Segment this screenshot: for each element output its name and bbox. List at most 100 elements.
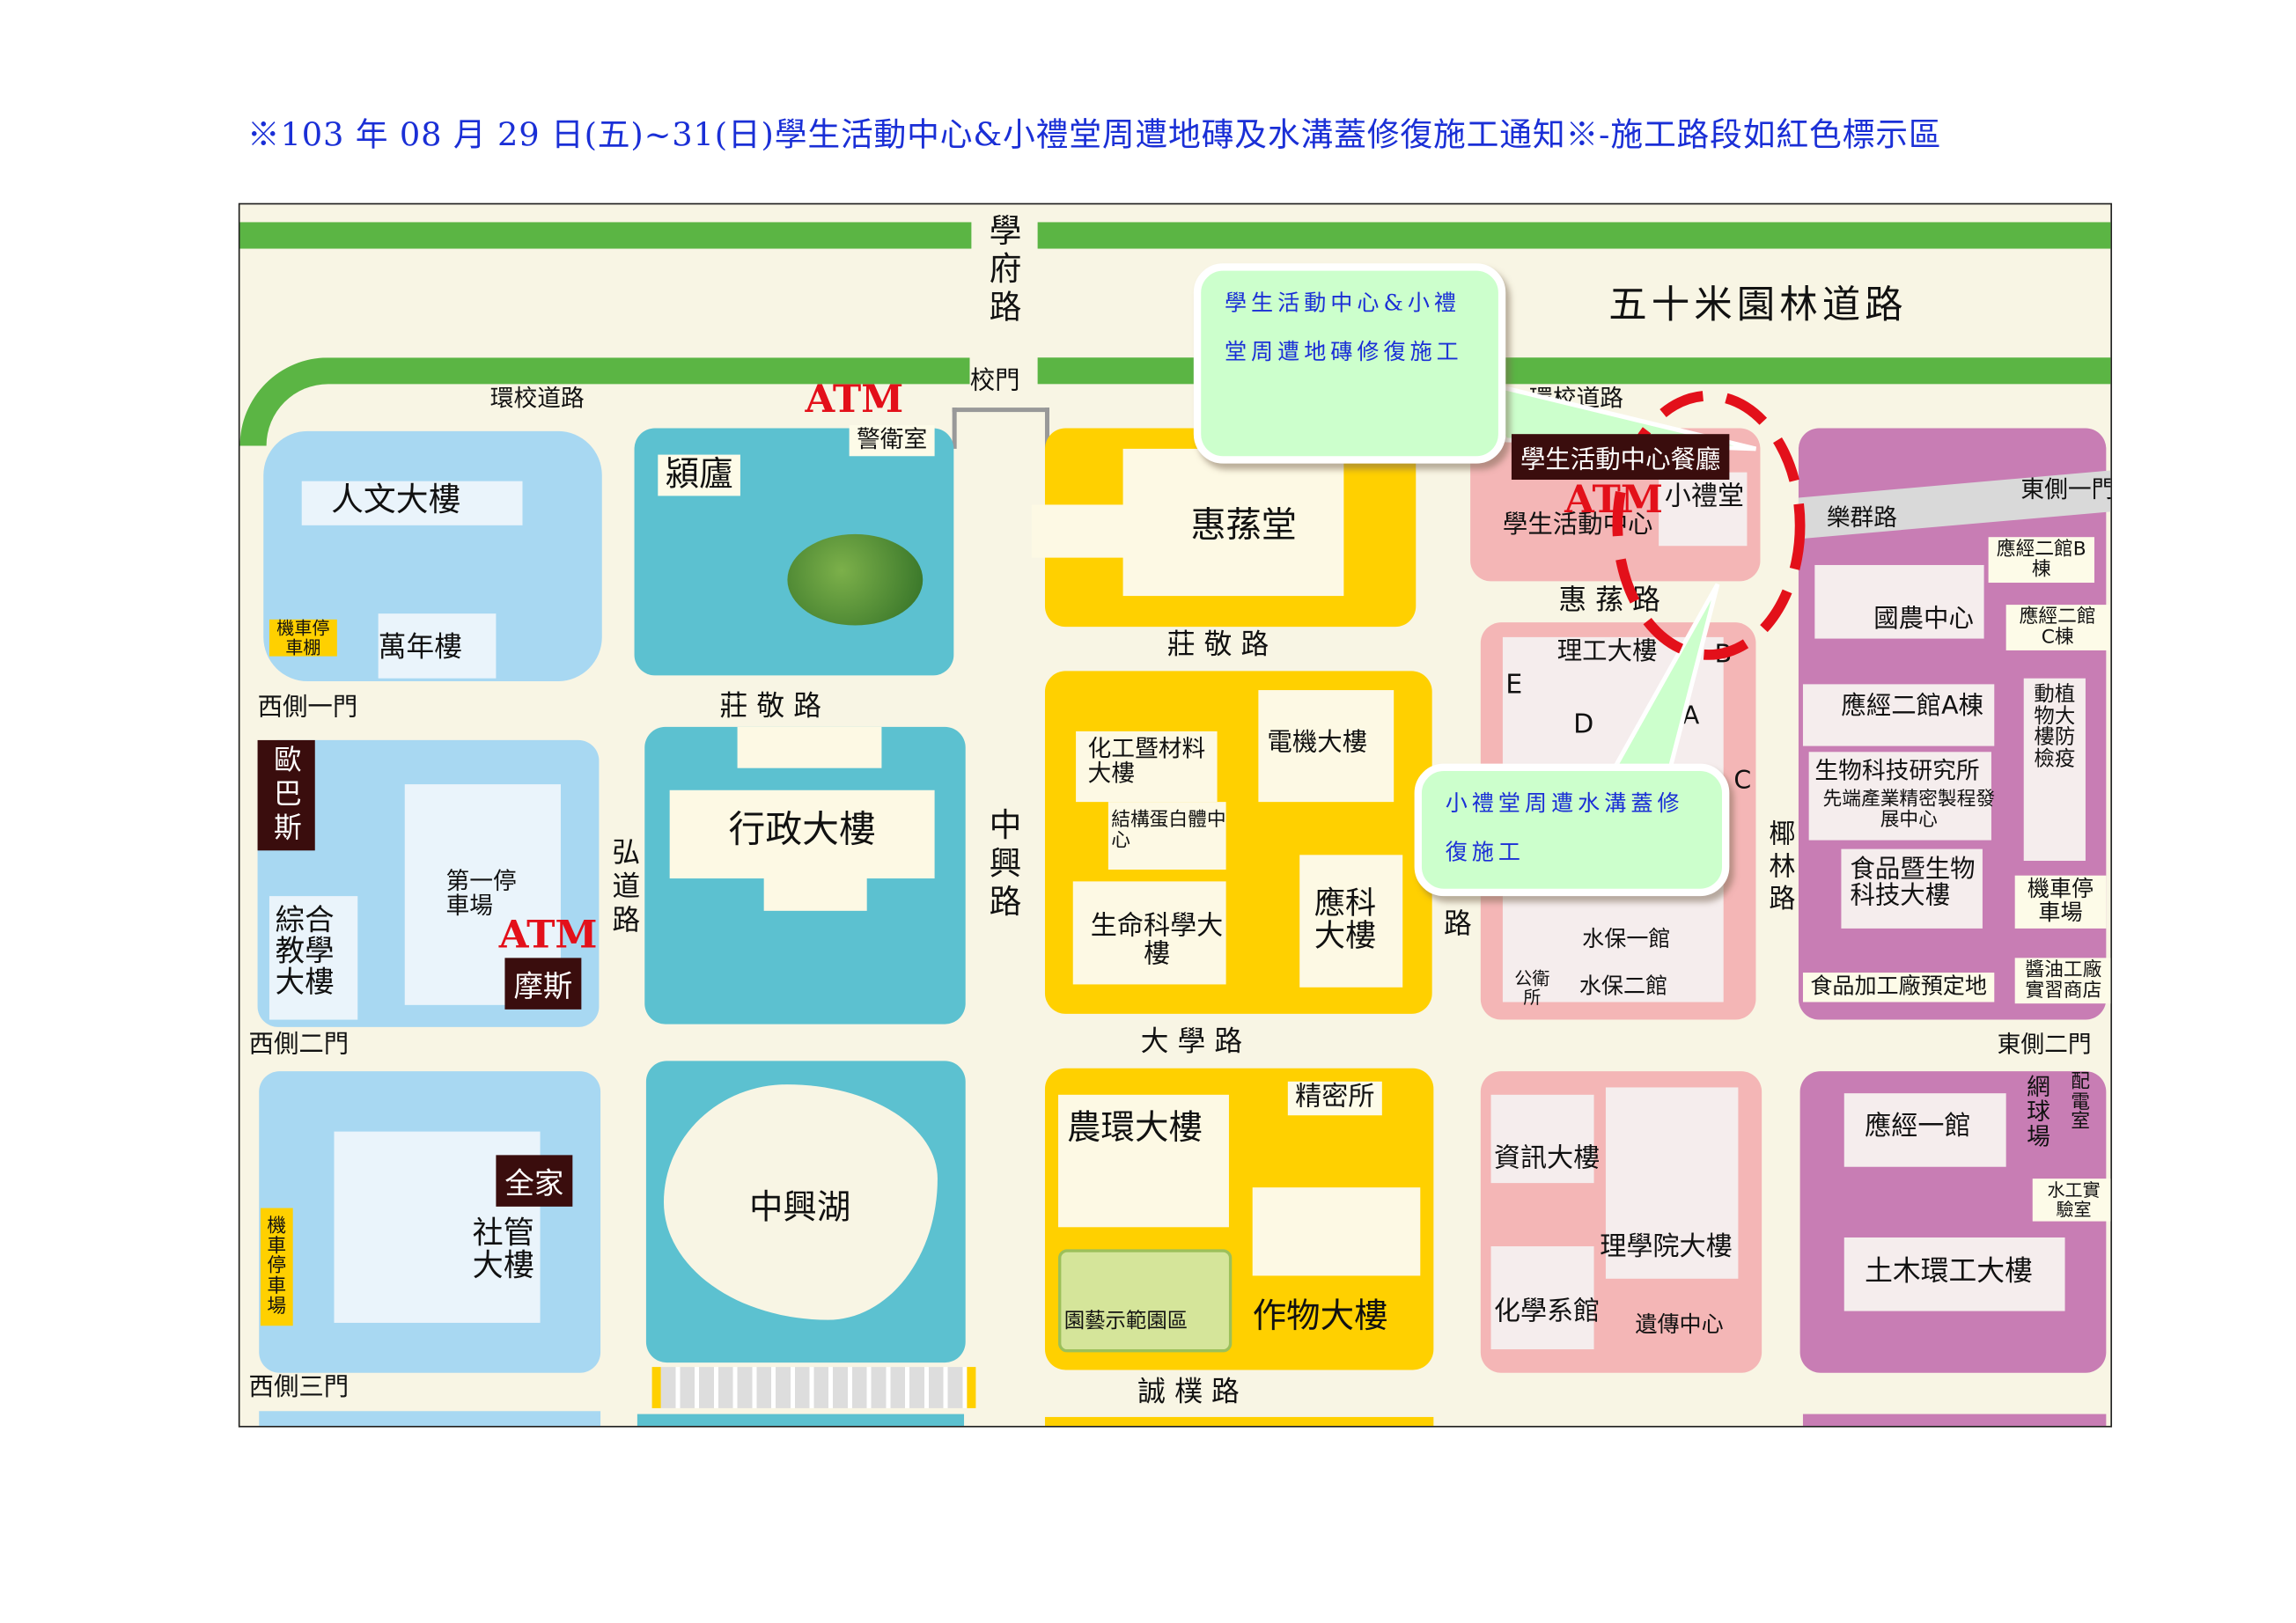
label-yingjing1: 應經一館	[1865, 1111, 1971, 1142]
label-moto1: 機車停車棚	[269, 619, 337, 657]
callout-bottom: 小禮堂周遭水溝蓋修復施工	[1414, 763, 1730, 897]
gate-east1: 東側一門	[2020, 474, 2113, 503]
school-gate-icon	[952, 408, 1049, 449]
building-shape	[1490, 1094, 1594, 1184]
block-stub	[1044, 1416, 1434, 1426]
label-nonghuan: 農環大樓	[1067, 1109, 1203, 1149]
road-yelin: 椰林路	[1764, 819, 1796, 917]
block-stub	[259, 1411, 601, 1426]
label-shipin-jiagong: 食品加工廠預定地	[1802, 973, 1995, 1002]
label-xianduan: 先端產業精密製程發展中心	[1822, 789, 1996, 831]
atm-gate: ATM	[805, 378, 904, 422]
building-shape	[1058, 1094, 1229, 1228]
label-moto-east: 機車停車場	[2014, 875, 2107, 929]
label-lixueyuan: 理學院大樓	[1600, 1231, 1733, 1263]
road-left-of-pink: 路	[1444, 907, 1472, 941]
building-shape	[1258, 690, 1395, 803]
label-zhongxinghu: 中興湖	[748, 1188, 851, 1228]
callout-top: 學生活動中心&小禮堂周遭地磚修復施工	[1193, 263, 1506, 464]
label-dongzhi: 動植物大樓防檢疫	[2034, 682, 2076, 772]
construction-zone-circle	[1612, 390, 1806, 660]
label-ligong-d: D	[1573, 709, 1594, 740]
label-zonghe: 綜合教學大樓	[275, 901, 335, 1000]
road-xuefu: 學府路	[982, 213, 1020, 328]
label-shengming: 生命科學大樓	[1090, 910, 1224, 970]
label-ligong-c: C	[1733, 767, 1752, 797]
label-jiangyou: 醬油工廠實習商店	[2014, 958, 2111, 1004]
building-shape	[269, 896, 358, 1020]
label-sheguan: 社管大樓	[472, 1215, 534, 1283]
label-jiegou: 結構蛋白體中心	[1111, 809, 1226, 852]
label-yuanyi: 園藝示範園區	[1063, 1309, 1188, 1333]
label-yingjing2c: 應經二館C棟	[2005, 605, 2109, 651]
label-yingke: 應科大樓	[1314, 885, 1377, 954]
label-ougbas: 歐巴斯	[257, 739, 315, 851]
lake-shape	[663, 1084, 938, 1320]
label-jingmi: 精密所	[1287, 1081, 1382, 1116]
label-xingzheng: 行政大樓	[728, 807, 876, 851]
label-tumu: 土木環工大樓	[1865, 1255, 2033, 1288]
gate-west1: 西側一門	[257, 693, 358, 723]
label-wannian: 萬年樓	[378, 631, 462, 664]
label-yingjing2a: 應經二館A棟	[1841, 691, 1983, 722]
building-shape	[1490, 1246, 1594, 1350]
green-road-top	[239, 222, 972, 249]
building-shape	[1808, 752, 1991, 841]
construction-overlay	[1472, 378, 1806, 781]
building-shape	[1843, 1237, 2065, 1311]
building-shape	[1843, 1093, 2006, 1167]
building-shape	[378, 613, 497, 679]
label-shengwu: 生物科技研究所	[1814, 756, 1980, 785]
label-huaxue: 化學系館	[1493, 1296, 1601, 1327]
road-lequn: 樂群路	[1826, 503, 1897, 532]
road-chengpu: 誠 樸 路	[1137, 1376, 1240, 1408]
building-shape	[1252, 1187, 1421, 1276]
block-stub	[1802, 1414, 2107, 1426]
label-parking1: 第一停車場	[445, 866, 517, 920]
label-shipin: 食品暨生物科技大樓	[1850, 855, 1976, 911]
label-guonong: 國農中心	[1873, 605, 1974, 635]
building-shape	[1076, 731, 1218, 803]
label-huisuntang: 惠蓀堂	[1190, 504, 1297, 547]
road-daxue: 大 學 路	[1140, 1025, 1243, 1059]
label-shuibao2: 水保二館	[1578, 973, 1668, 1000]
garden-area	[1058, 1249, 1233, 1353]
label-zixun: 資訊大樓	[1493, 1142, 1601, 1175]
label-shuibao1: 水保一館	[1582, 925, 1671, 952]
campus-map[interactable]: 學府路 校門 五十米園林道路 環校道路 環校道路 人文大樓 萬年樓 機車停車棚 …	[238, 202, 2113, 1428]
label-yinglu: 潁廬	[658, 454, 740, 496]
road-huanxiao-left: 環校道路	[489, 384, 585, 413]
road-wushimi: 五十米園林道路	[1608, 283, 1908, 328]
building-shape	[1122, 448, 1344, 597]
block-stub	[637, 1414, 965, 1426]
atm-west: ATM	[498, 914, 598, 958]
label-yichuan: 遺傳中心	[1635, 1311, 1724, 1338]
road-zhongxing: 中興路	[982, 807, 1020, 923]
label-dianji: 電機大樓	[1267, 728, 1368, 758]
label-ligong: 理工大樓	[1556, 636, 1658, 667]
label-zuowu: 作物大樓	[1252, 1297, 1388, 1336]
label-student-center: 學生活動中心	[1502, 510, 1653, 540]
building-shape	[1299, 855, 1403, 988]
building-shape	[737, 726, 882, 768]
building-shape	[1659, 472, 1748, 547]
label-moto-west: 機車停車場	[260, 1208, 293, 1326]
label-renwen: 人文大樓	[331, 482, 461, 520]
gate-west2: 西側二門	[248, 1030, 350, 1060]
tree-icon	[787, 533, 924, 626]
building-shape	[763, 851, 867, 911]
bubble-bottom-tail	[1604, 583, 1720, 781]
building-shape	[2023, 678, 2086, 862]
green-road-top-right	[1037, 222, 2111, 249]
label-wangqiu: 網球場	[2027, 1072, 2050, 1150]
building-shape	[1814, 564, 1984, 639]
road-zhuangjing-left: 莊 敬 路	[719, 690, 822, 723]
label-yingjing2b: 應經二館B棟	[1988, 537, 2094, 584]
building-shape	[1841, 848, 1983, 929]
building-shape	[1072, 881, 1226, 985]
road-huisun: 惠 蓀 路	[1558, 584, 1660, 617]
label-gongwei: 公衛所	[1514, 968, 1550, 1008]
building-shape	[301, 481, 523, 525]
notice-title: ※103 年 08 月 29 日(五)~31(日)學生活動中心&小禮堂周遭地磚及…	[247, 117, 1942, 155]
label-quanjia: 全家	[496, 1155, 573, 1207]
